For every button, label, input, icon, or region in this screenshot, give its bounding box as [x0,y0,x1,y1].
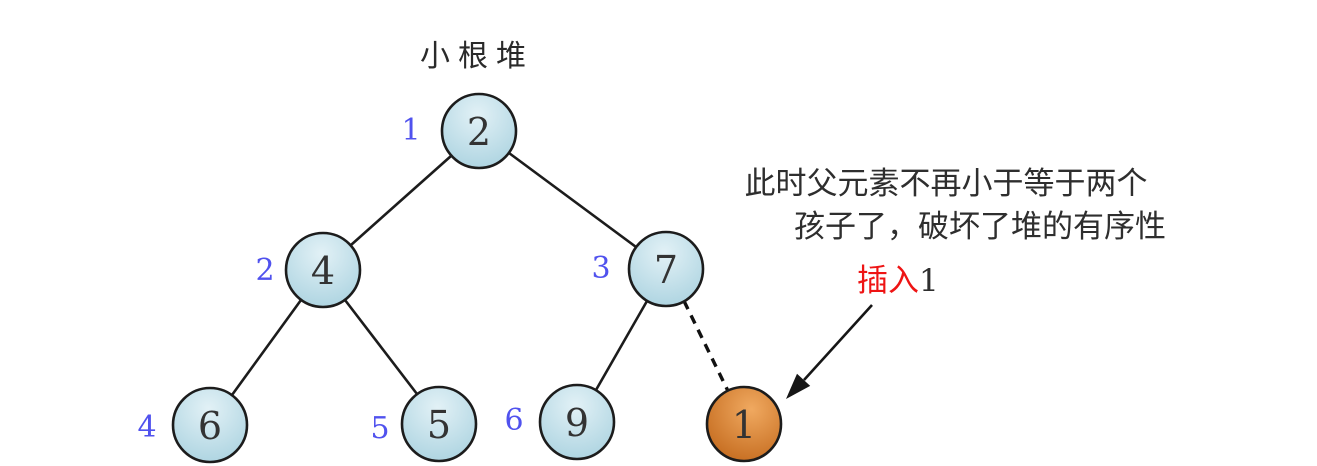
heap-node-root: 2 [440,92,518,170]
heap-node-circle [284,231,362,309]
insert-label: 插入1 [857,263,939,299]
inserted-node: 1 [705,385,783,463]
heap-node-circle [627,230,705,308]
index-label-4: 4 [137,410,156,445]
heap-node-leaf-5: 5 [400,385,478,463]
heap-node-value: 5 [427,403,451,447]
edge-7-to-9 [594,300,649,391]
inserted-node-circle [705,385,783,463]
edge-7-to-inserted-dashed [682,300,730,392]
index-label-3: 3 [591,251,610,286]
inserted-node-value: 1 [732,403,756,447]
edge-root-right [508,151,637,249]
edge-root-left [350,155,452,246]
annotation-line-2: 孩子了，破坏了堆的有序性 [794,209,1166,245]
heap-node-value: 6 [198,404,222,448]
heap-node-leaf-9: 9 [538,383,616,461]
insert-action-text: 插入 [857,263,919,299]
index-label-6: 6 [504,403,523,438]
annotation-line-1: 此时父元素不再小于等于两个 [745,166,1148,202]
insert-arrow-head-icon [786,373,811,399]
index-label-5: 5 [370,411,389,446]
diagram-title: 小根堆 [420,39,534,74]
edge-4-to-5 [343,299,419,395]
heap-node-leaf-6: 6 [171,386,249,464]
heap-node-value: 2 [467,110,491,154]
heap-node-right-child: 7 [627,230,705,308]
index-label-2: 2 [255,253,274,288]
insert-arrow-line [803,304,873,381]
index-label-1: 1 [401,113,420,148]
edge-4-to-6 [230,299,303,396]
heap-node-value: 9 [565,401,589,445]
heap-node-circle [538,383,616,461]
heap-node-circle [171,386,249,464]
heap-node-circle [400,385,478,463]
heap-node-left-child: 4 [284,231,362,309]
heap-node-circle [440,92,518,170]
heap-node-value: 4 [311,249,335,293]
heap-node-value: 7 [654,248,678,292]
insert-value-text: 1 [919,263,939,299]
